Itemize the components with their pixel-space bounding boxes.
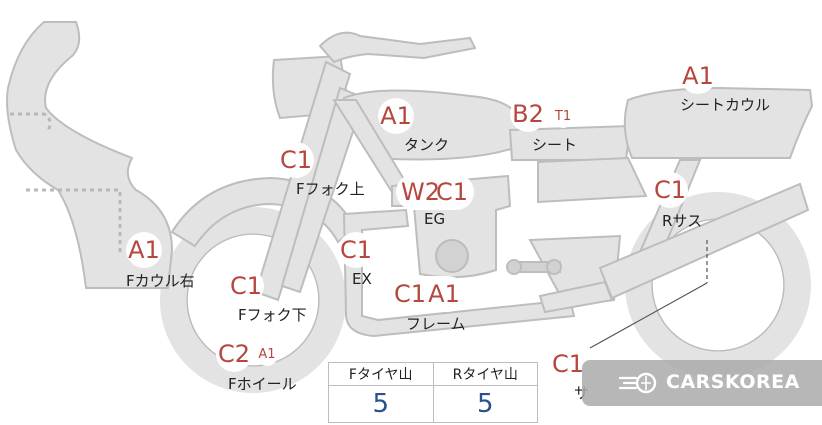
mark-seat: B2	[510, 96, 546, 132]
rear-tread-value: 5	[432, 385, 538, 423]
mark-front-wheel: C2	[216, 336, 252, 372]
front-tread-header: Fタイヤ山	[328, 362, 434, 386]
label-rear-suspension: Rサス	[662, 212, 703, 230]
label-tank: タンク	[404, 136, 450, 154]
label-front-wheel: Fホイール	[228, 375, 297, 393]
front-cowl-shape	[6, 21, 174, 289]
engine-cover	[435, 239, 469, 273]
rear-tread-header: Rタイヤ山	[432, 362, 538, 386]
handlebar-shape	[318, 31, 477, 64]
mark-fork-lower: C1	[228, 268, 264, 304]
mark-seat-cowl: A1	[680, 58, 716, 94]
watermark-text: CARSKOREA	[666, 371, 800, 393]
mark-rear-lower: C1	[550, 346, 586, 382]
front-fork-shape	[254, 60, 352, 302]
seat-cowl-shape	[623, 86, 814, 159]
mark-front-cowl-right: A1	[126, 232, 162, 268]
watermark-badge: CARSKOREA	[582, 360, 822, 406]
mark-tank: A1	[378, 98, 414, 134]
mark-fork-upper: C1	[278, 142, 314, 178]
tire-tread-table: Fタイヤ山 Rタイヤ山 5 5	[328, 362, 538, 423]
front-tread-value: 5	[328, 385, 434, 423]
rear-frame-shape	[537, 156, 648, 204]
mark-exhaust: C1	[338, 232, 374, 268]
mark-engine: W2C1	[396, 174, 474, 210]
mark-frame: C1A1	[388, 276, 466, 312]
label-front-cowl-right: Fカウル右	[126, 272, 195, 290]
label-seat: シート	[532, 136, 578, 154]
label-engine: EG	[424, 210, 446, 228]
label-exhaust: EX	[352, 270, 372, 288]
label-fork-lower: Fフォク下	[238, 306, 307, 324]
carskorea-logo-icon	[618, 372, 657, 394]
mark-front-wheel-minor: A1	[256, 344, 278, 366]
mark-rear-suspension: C1	[652, 172, 688, 208]
label-frame: フレーム	[406, 315, 466, 333]
label-seat-cowl: シートカウル	[680, 96, 771, 114]
mark-seat-minor: T1	[552, 106, 574, 128]
label-fork-upper: Fフォク上	[296, 180, 365, 198]
